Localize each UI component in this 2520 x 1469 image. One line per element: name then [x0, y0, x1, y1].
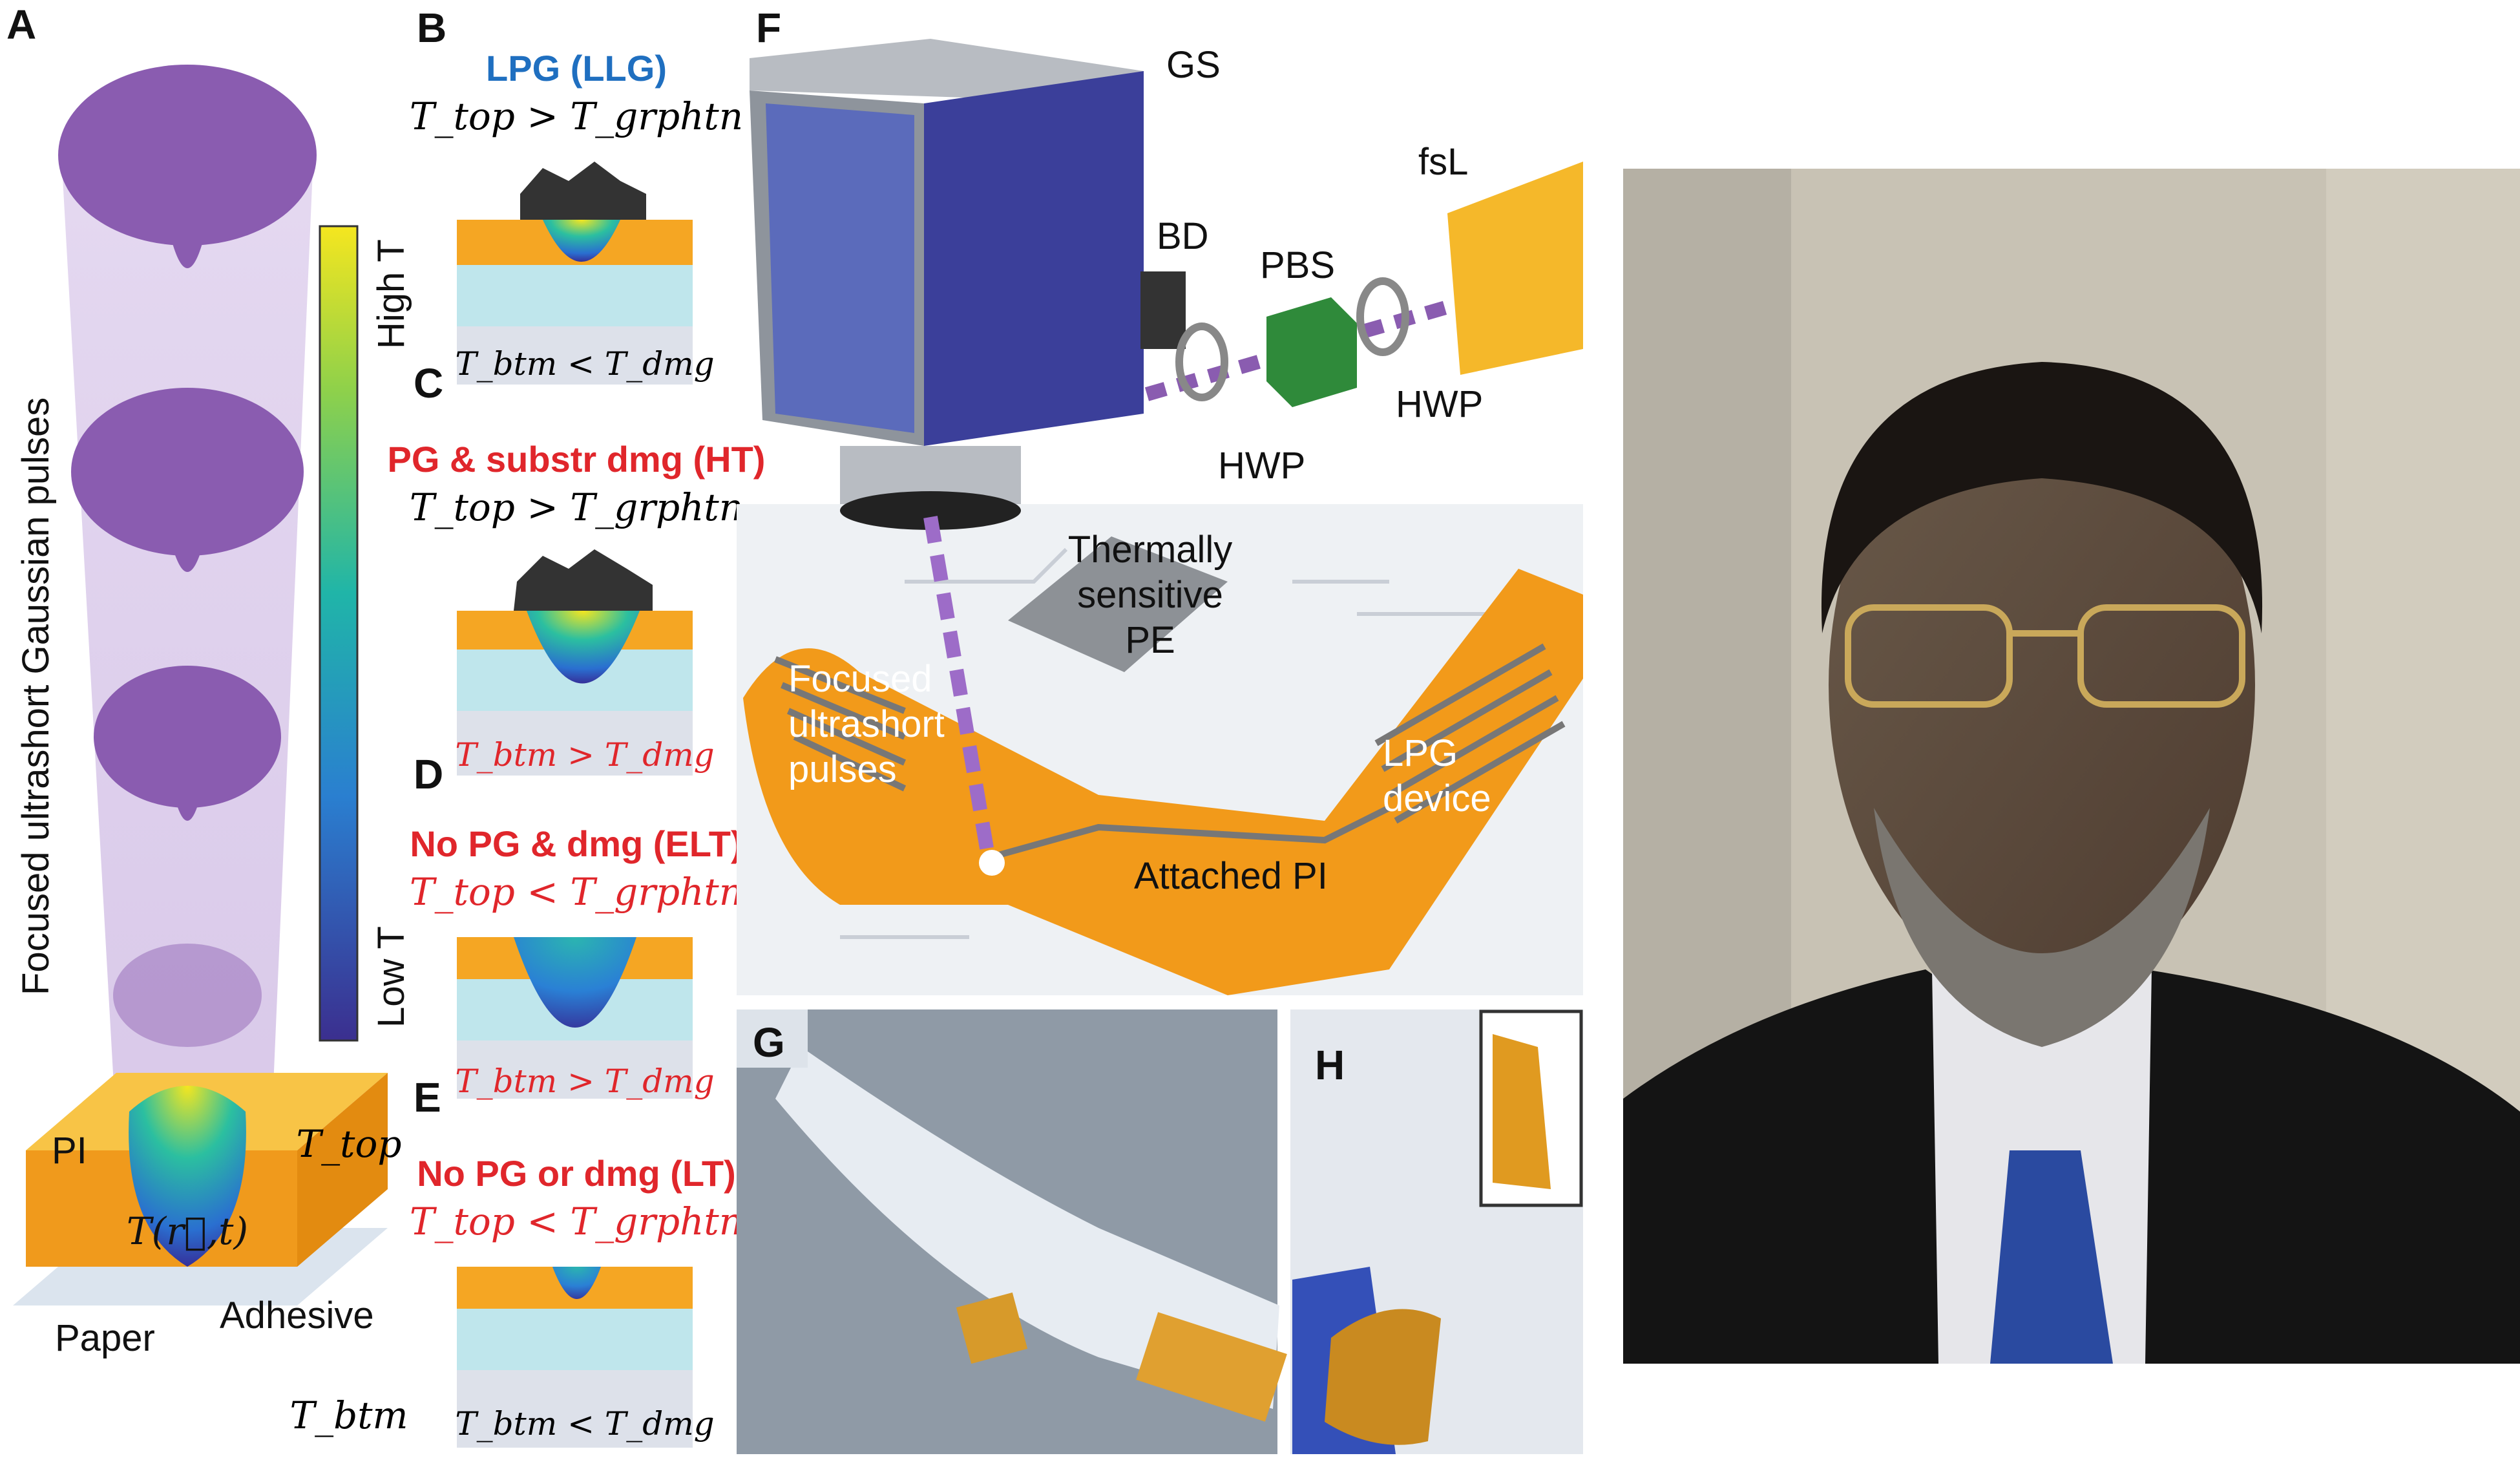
- device-label-1: LPG: [1383, 732, 1458, 774]
- melt-pool: [129, 1086, 246, 1267]
- panel-label-g: G: [753, 1019, 785, 1066]
- pulses-label-2: ultrashort: [788, 703, 945, 745]
- hwp-1: [1175, 322, 1228, 401]
- face: [1829, 375, 2255, 995]
- layer-pi-label: PI: [52, 1130, 87, 1172]
- scanner-face: [766, 103, 914, 433]
- paper-layer: [457, 326, 693, 385]
- bd-label: BD: [1157, 215, 1209, 257]
- beam-cone: [61, 155, 313, 1131]
- lpg-traces: [774, 643, 1566, 863]
- bottom-condition: T_btm > T_dmg: [455, 1062, 714, 1100]
- paper-layer: [457, 1370, 693, 1448]
- colorbar: [319, 225, 359, 1042]
- focal-spot: [979, 850, 1005, 876]
- t-btm-label: T_btm: [289, 1393, 408, 1437]
- panel-h: H: [1290, 1009, 1583, 1454]
- paper-layer: [457, 711, 693, 776]
- lens-rim: [840, 491, 1021, 530]
- panel-g: G: [737, 1009, 1287, 1454]
- inset-device: [1493, 1034, 1551, 1189]
- attached-pi: [743, 569, 1583, 995]
- panel-title: LPG (LLG): [486, 48, 667, 89]
- label-backdrop: [737, 1009, 808, 1068]
- sensor-chip: [956, 1292, 1028, 1364]
- hwp-2: [1356, 277, 1409, 356]
- hwp-label-2: HWP: [1396, 383, 1483, 425]
- melt-pool: [514, 937, 636, 1028]
- panel-title: PG & substr dmg (HT): [388, 439, 766, 480]
- t-top-label: T_top: [296, 1122, 401, 1166]
- glasses: [1845, 604, 2245, 708]
- thermal-chip: [1008, 536, 1228, 672]
- layer-pi-side: [297, 1073, 388, 1267]
- panel-label-b: B: [417, 5, 446, 51]
- focused-beam: [923, 516, 996, 861]
- t-field-label: T(r⃗,t): [127, 1209, 248, 1253]
- pulses: [58, 65, 317, 1047]
- melt-pool: [552, 1267, 601, 1299]
- fsl-label: fsL: [1418, 141, 1468, 183]
- vertical-caption: Focused ultrashort Gaussian pulses: [15, 397, 57, 995]
- pbs-label: PBS: [1260, 244, 1335, 286]
- hair: [1821, 362, 2263, 633]
- hwp-label-1: HWP: [1218, 445, 1305, 487]
- layer-adhesive-label: Adhesive: [220, 1295, 374, 1337]
- panel-title: No PG & dmg (ELT): [410, 823, 742, 864]
- lpg-device: [1136, 1312, 1287, 1422]
- flexible-device: [1325, 1309, 1441, 1445]
- panel-label-h: H: [1315, 1042, 1345, 1088]
- gs-label: GS: [1166, 44, 1221, 86]
- device-label-2: device: [1383, 777, 1491, 819]
- top-condition: T_top > T_grphtn: [410, 485, 743, 529]
- panel-label-a: A: [6, 1, 36, 48]
- graphene: [520, 162, 646, 220]
- fs-laser: [1447, 162, 1583, 375]
- beam-dump: [1140, 271, 1186, 349]
- panel-label-e: E: [414, 1074, 441, 1121]
- panel-e: E No PG or dmg (LT) T_top < T_grphtn T_b…: [410, 1074, 743, 1448]
- chip-label-1: Thermally: [1068, 529, 1233, 571]
- bottom-condition: T_btm < T_dmg: [455, 1405, 714, 1443]
- panel-title: No PG or dmg (LT): [417, 1153, 736, 1194]
- chip-label-2: sensitive: [1077, 574, 1223, 616]
- melt-pool: [543, 220, 620, 262]
- top-condition: T_top < T_grphtn: [410, 870, 743, 914]
- panel-label-d: D: [414, 751, 443, 798]
- pulses-label-1: Focused: [788, 658, 932, 700]
- panel-a: A Focused ultrashort Gaussian pulses Hig…: [6, 1, 412, 1437]
- adhesive-layer: [457, 1309, 693, 1370]
- portrait-photo: [1623, 169, 2520, 1364]
- top-condition: T_top < T_grphtn: [410, 1200, 743, 1243]
- paper-layer: [457, 1041, 693, 1099]
- attached-pi-label: Attached PI: [1134, 855, 1328, 897]
- colorbar-low-label: Low T: [370, 926, 412, 1028]
- panel-label-f: F: [756, 5, 781, 51]
- chip-label-3: PE: [1125, 619, 1175, 661]
- pbs-cube: [1266, 297, 1357, 407]
- melt-pool: [527, 611, 640, 684]
- panel-b: B LPG (LLG) T_top > T_grphtn T_btm < T_d…: [410, 5, 743, 385]
- panel-d: D No PG & dmg (ELT) T_top < T_grphtn T_b…: [410, 751, 743, 1100]
- top-condition: T_top > T_grphtn: [410, 94, 743, 138]
- pulses-label-3: pulses: [788, 748, 897, 790]
- layer-paper-label: Paper: [55, 1317, 155, 1359]
- panel-c: C PG & substr dmg (HT) T_top > T_grphtn …: [388, 360, 766, 776]
- panel-label-c: C: [414, 360, 443, 407]
- beard: [1874, 808, 2210, 1047]
- galvo-scanner: [924, 71, 1144, 446]
- bottom-condition: T_btm > T_dmg: [455, 736, 714, 774]
- tie: [1990, 1150, 2113, 1364]
- panel-f: F Thermally sensitive PE Focused ultrash…: [737, 5, 1583, 995]
- bottom-condition: T_btm < T_dmg: [455, 345, 714, 383]
- paper-substrate: [775, 1047, 1279, 1409]
- graphene: [514, 549, 653, 611]
- adhesive-layer: [457, 265, 693, 326]
- colorbar-high-label: High T: [370, 239, 412, 349]
